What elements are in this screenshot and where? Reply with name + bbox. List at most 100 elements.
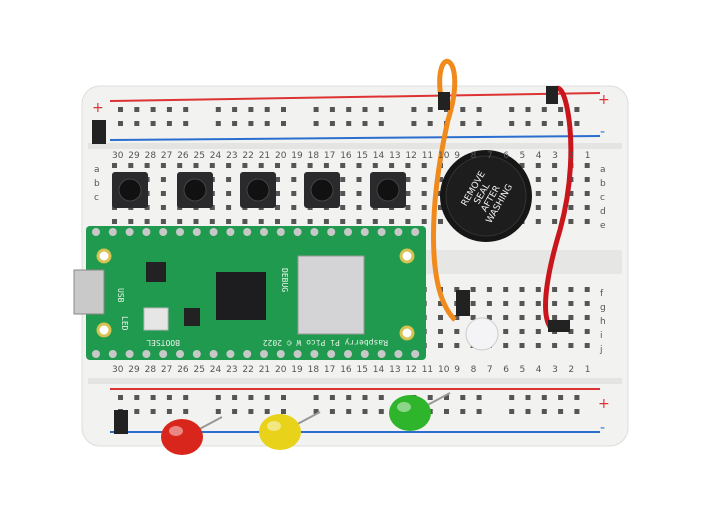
rail-divider-top — [88, 143, 622, 149]
rail-hole — [232, 395, 238, 400]
button-cap[interactable] — [246, 178, 270, 202]
hole — [128, 219, 134, 224]
rail-hole — [411, 107, 417, 112]
mount-hole — [96, 322, 112, 338]
buzzer: REMOVE SEAL AFTER WASHING — [440, 150, 532, 242]
hole — [470, 301, 476, 306]
button-cap[interactable] — [118, 178, 142, 202]
pin — [360, 228, 369, 236]
column-number: 8 — [471, 151, 477, 161]
orange-wire — [431, 58, 458, 322]
hole — [552, 191, 558, 196]
row-letter: d — [600, 207, 606, 217]
header-pins — [92, 228, 420, 358]
pin — [92, 350, 100, 358]
rail-hole — [329, 409, 335, 414]
usb-label: USB — [116, 288, 125, 303]
pico-w-board: DEBUG Raspberry Pi Pico W © 2022 BOOTSEL… — [73, 226, 426, 360]
pin — [243, 228, 252, 236]
rail-hole — [558, 121, 564, 126]
hole — [470, 315, 476, 320]
pin — [125, 228, 134, 236]
hole — [568, 343, 574, 348]
rail-hole — [378, 395, 384, 400]
pin — [192, 228, 201, 236]
column-number: 3 — [552, 365, 558, 375]
pin — [108, 228, 117, 236]
rail-hole — [346, 395, 352, 400]
column-number: 4 — [536, 365, 542, 375]
hole — [486, 287, 492, 292]
rail-hole — [362, 409, 368, 414]
debug-label: DEBUG — [280, 268, 289, 292]
hole — [503, 329, 509, 334]
hole — [356, 205, 362, 210]
bootsel-button[interactable] — [143, 307, 169, 331]
hole — [356, 163, 362, 168]
hole — [552, 205, 558, 210]
rail-hole — [215, 121, 221, 126]
mount-hole — [96, 248, 112, 264]
pin — [293, 350, 302, 358]
hole — [535, 219, 541, 224]
hole — [160, 177, 166, 182]
hole — [405, 163, 411, 168]
button-cap[interactable] — [183, 178, 207, 202]
hole — [535, 287, 541, 292]
column-number: 15 — [357, 151, 368, 161]
pin — [327, 350, 336, 358]
rail-hole — [509, 409, 515, 414]
row-letter: j — [599, 345, 603, 355]
hole — [535, 315, 541, 320]
rail-hole — [558, 395, 564, 400]
pin — [411, 350, 420, 358]
pin — [226, 228, 235, 236]
rail-hole — [476, 395, 482, 400]
column-number: 25 — [194, 365, 205, 375]
column-number: 24 — [210, 151, 222, 161]
chip — [146, 262, 166, 282]
button-cap[interactable] — [376, 178, 400, 202]
pin — [108, 350, 117, 358]
pin — [159, 350, 168, 358]
hole — [421, 219, 427, 224]
rail-hole — [509, 121, 515, 126]
pin — [176, 228, 184, 236]
column-number: 15 — [357, 365, 368, 375]
column-number: 22 — [242, 151, 253, 161]
column-number: 28 — [145, 365, 157, 375]
wire-end — [456, 290, 470, 316]
rail-hole — [118, 107, 123, 112]
rail-hole — [134, 409, 140, 414]
hole — [144, 219, 150, 224]
rail-hole — [525, 107, 531, 112]
rail-plus-label: + — [92, 100, 104, 116]
column-number: 10 — [438, 365, 450, 375]
rail-line-red-top — [109, 92, 601, 102]
wire-end — [438, 92, 450, 110]
hole — [356, 219, 362, 224]
rail-hole — [541, 409, 547, 414]
hole — [307, 163, 313, 168]
pin — [411, 228, 420, 236]
pin — [360, 350, 369, 358]
hole — [340, 205, 346, 210]
row-letters: a b c a b c d e f g h i j — [94, 165, 606, 355]
hole — [356, 191, 362, 196]
hole — [193, 219, 199, 224]
hole — [421, 205, 427, 210]
rail-hole — [509, 107, 515, 112]
hole — [112, 163, 117, 168]
hole — [584, 191, 590, 196]
pin — [310, 350, 319, 358]
pin — [209, 228, 218, 236]
pico-name-label: Raspberry Pi Pico W © 2022 — [263, 338, 388, 347]
hole — [226, 219, 232, 224]
rail-hole — [281, 409, 286, 414]
pin — [394, 228, 403, 236]
button-cap[interactable] — [310, 178, 334, 202]
column-number: 17 — [324, 365, 335, 375]
hole — [454, 287, 460, 292]
column-number: 18 — [308, 151, 320, 161]
column-number: 17 — [324, 151, 335, 161]
